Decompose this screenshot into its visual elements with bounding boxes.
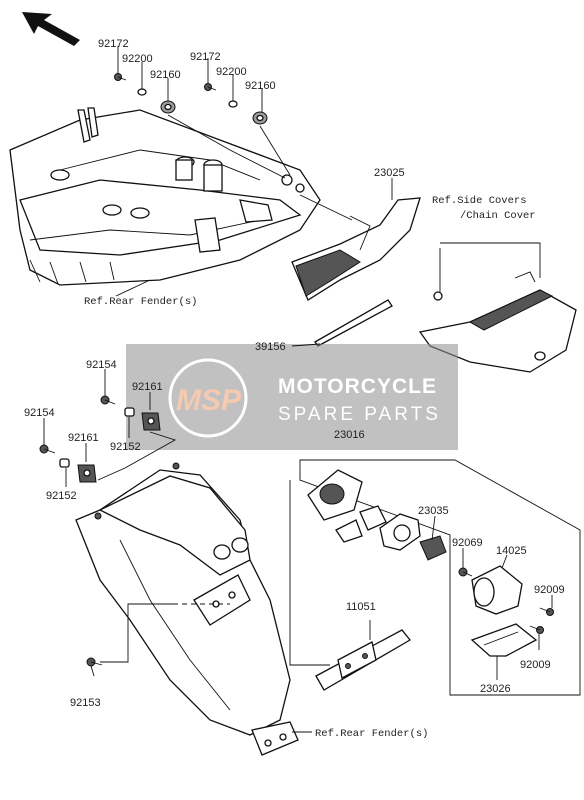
bolt-92172-right <box>204 83 217 91</box>
label-92153: 92153 <box>70 697 101 709</box>
grommet-92161-lower <box>77 464 97 483</box>
watermark-line1: MOTORCYCLE <box>278 375 437 398</box>
tail-cover-23025 <box>291 197 421 301</box>
bolt-92153 <box>86 657 103 667</box>
label-92200-right: 92200 <box>216 66 247 78</box>
rear-fender-bracket <box>75 462 299 756</box>
side-cover-ref <box>418 271 577 373</box>
label-23016: 23016 <box>334 429 365 441</box>
label-92160-left: 92160 <box>150 69 181 81</box>
label-23035: 23035 <box>418 505 449 517</box>
label-92172-left: 92172 <box>98 38 129 50</box>
bolt-92154-upper <box>100 395 116 405</box>
washer-92200-left <box>137 88 147 96</box>
label-92009-lower: 92009 <box>520 659 551 671</box>
label-23026: 23026 <box>480 683 511 695</box>
grommet-92160-left <box>160 100 176 114</box>
ref-side-covers-line2: /Chain Cover <box>460 210 536 222</box>
label-92154-lower: 92154 <box>24 407 55 419</box>
screw-92009-upper <box>539 607 554 616</box>
rear-frame-assembly <box>9 107 321 286</box>
label-92161-upper: 92161 <box>132 381 163 393</box>
label-92154-upper: 92154 <box>86 359 117 371</box>
label-14025: 14025 <box>496 545 527 557</box>
grommet-92160-right <box>252 111 268 125</box>
watermark: MSP MOTORCYCLE SPARE PARTS <box>126 344 458 450</box>
bolt-92172-left <box>114 73 127 81</box>
bolt-92154-lower <box>39 444 56 454</box>
collar-92152-lower <box>59 458 70 468</box>
license-bracket-11051 <box>315 629 411 691</box>
label-92152-lower: 92152 <box>46 490 77 502</box>
ref-side-covers-line1: Ref.Side Covers <box>432 195 527 207</box>
label-23025: 23025 <box>374 167 405 179</box>
label-92160-right: 92160 <box>245 80 276 92</box>
collar-92152-upper <box>124 407 135 417</box>
label-92161-lower: 92161 <box>68 432 99 444</box>
front-direction-arrow-icon <box>22 12 80 46</box>
grommet-92161-upper <box>141 412 161 431</box>
label-92152-upper: 92152 <box>110 441 141 453</box>
label-39156: 39156 <box>255 341 286 353</box>
screw-92009-lower <box>529 625 544 634</box>
washer-92200-right <box>228 100 238 108</box>
watermark-logo: MSP <box>176 384 242 417</box>
label-92069: 92069 <box>452 537 483 549</box>
ref-rear-fender-top: Ref.Rear Fender(s) <box>84 296 197 308</box>
socket-23035 <box>379 513 447 561</box>
ref-rear-fender-bottom: Ref.Rear Fender(s) <box>315 728 428 740</box>
screw-92069 <box>458 567 473 577</box>
lens-14025 <box>471 565 523 615</box>
watermark-line2: SPARE PARTS <box>278 404 441 425</box>
label-92172-right: 92172 <box>190 51 221 63</box>
lens-cover-23026 <box>470 623 538 657</box>
label-92200-left: 92200 <box>122 53 153 65</box>
seal-strip-39156 <box>314 299 393 347</box>
label-11051: 11051 <box>346 601 376 613</box>
label-92009-upper: 92009 <box>534 584 565 596</box>
tail-light-23016 <box>307 469 387 543</box>
